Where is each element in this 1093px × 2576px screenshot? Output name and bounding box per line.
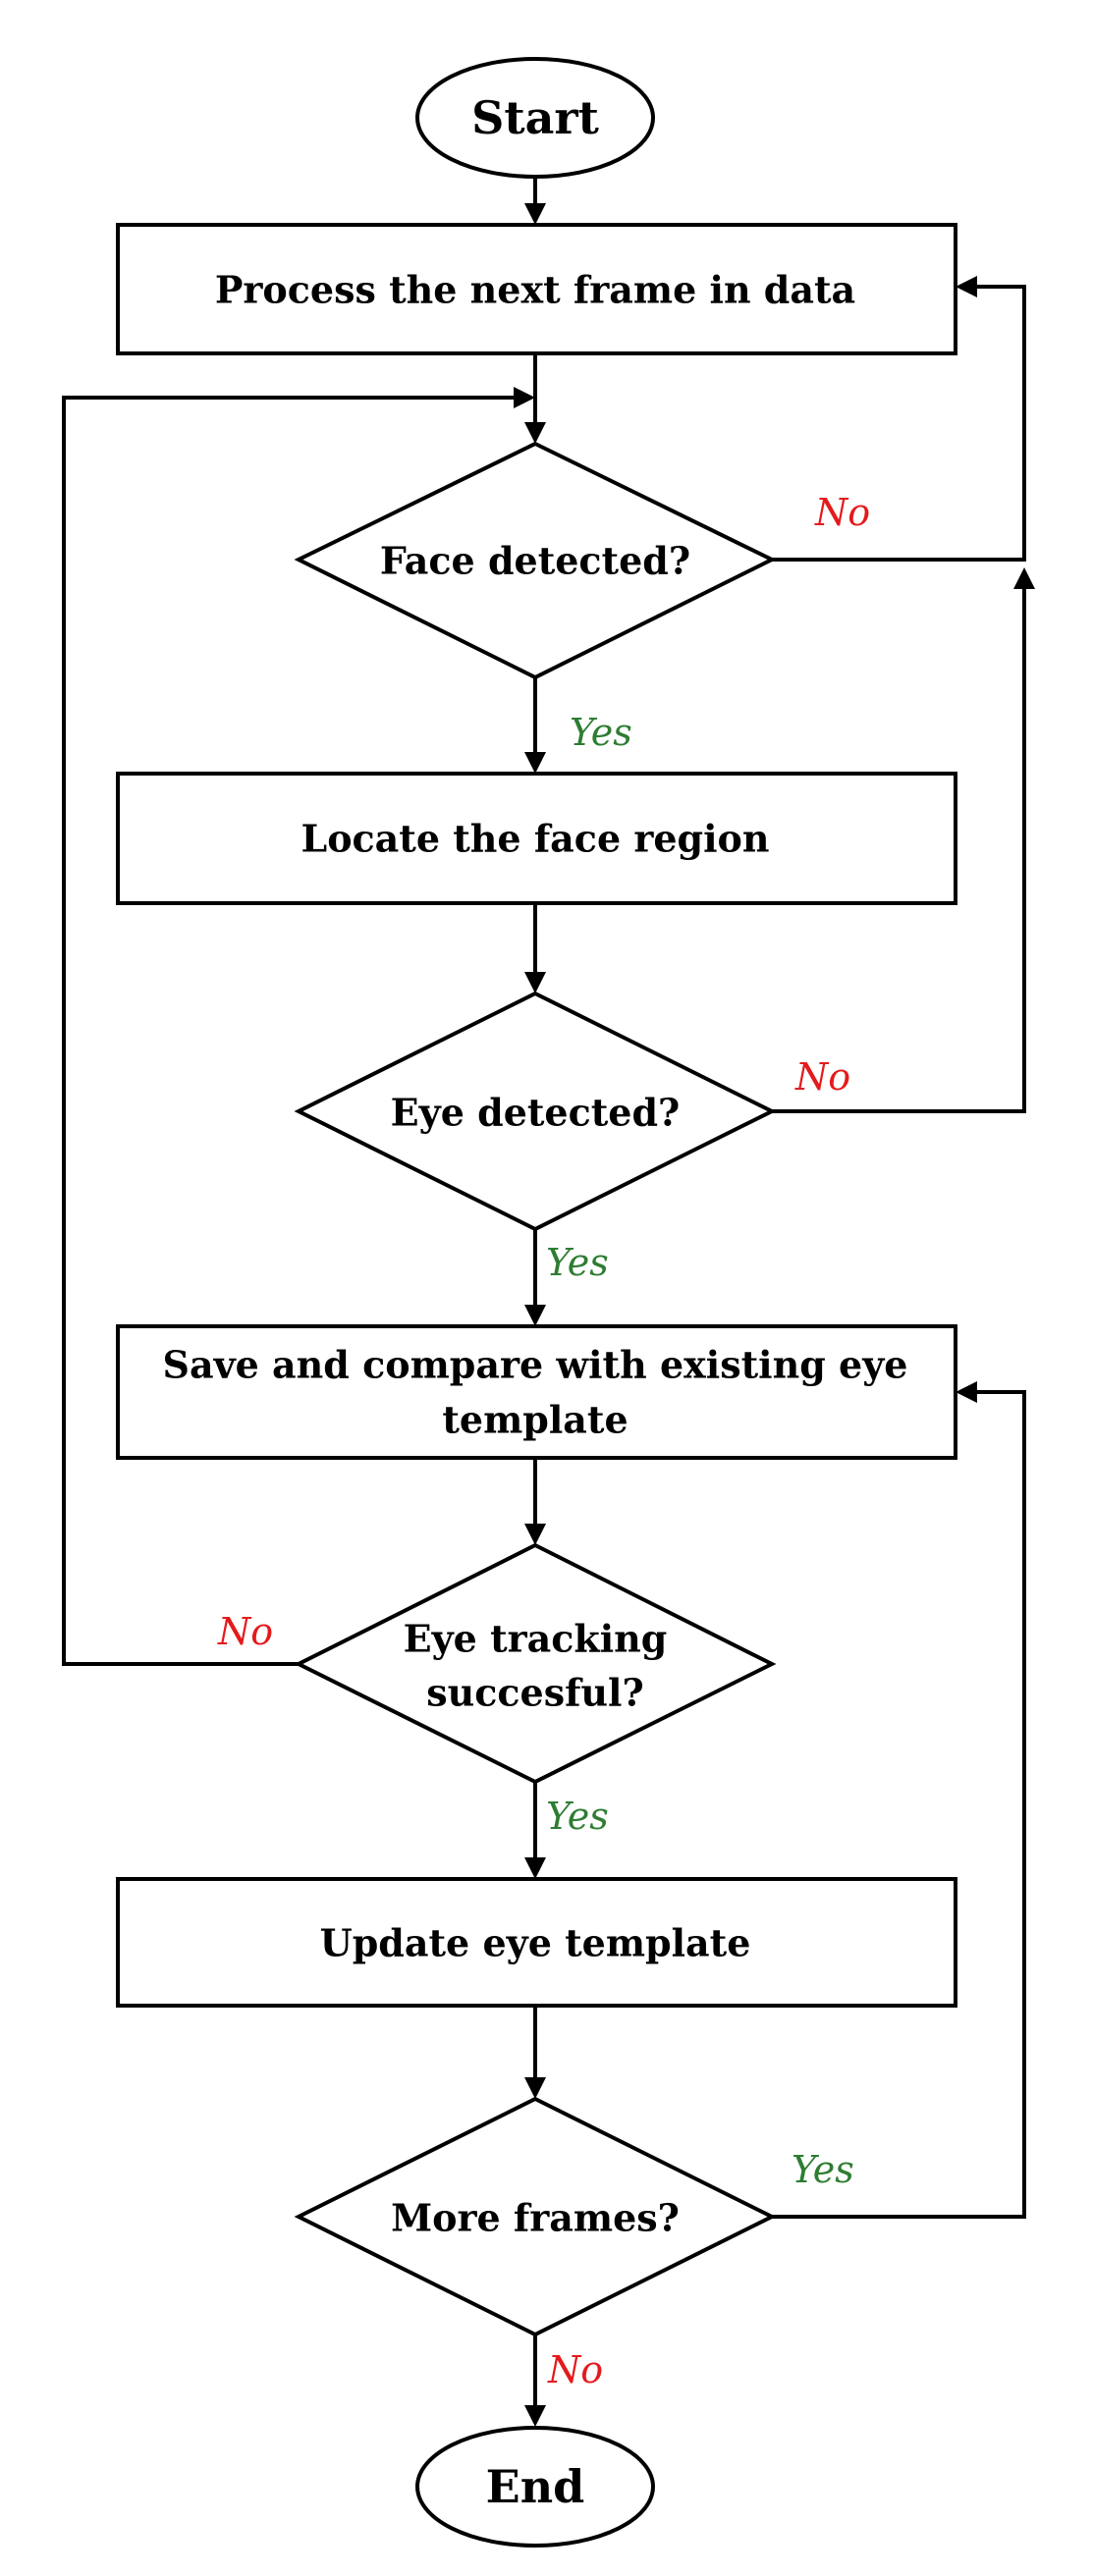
start-label: Start: [471, 91, 600, 144]
connectors: [62, 177, 1035, 2427]
eye-tracking-label-line-2: succesful?: [426, 1671, 644, 1715]
save-compare-label-line-2: template: [442, 1398, 628, 1442]
more-yes-label: Yes: [792, 2148, 854, 2191]
edge-face-no: [772, 285, 1026, 562]
arrowhead: [524, 972, 546, 993]
node-update-template: Update eye template: [116, 1877, 957, 2008]
face-detected-label: Face detected?: [380, 539, 690, 583]
eye-no-label: No: [794, 1055, 850, 1099]
save-compare-label-line-1: Save and compare with existing eye: [163, 1343, 908, 1387]
more-no-label: No: [547, 2348, 603, 2391]
arrowhead: [1013, 567, 1035, 589]
update-template-label: Update eye template: [320, 1921, 751, 1965]
arrowhead: [524, 752, 546, 774]
edge-more-yes: [772, 1390, 1026, 2219]
more-frames-label: More frames?: [391, 2196, 680, 2240]
node-eye-tracking: Eye tracking succesful?: [294, 1542, 777, 1785]
node-locate-face: Locate the face region: [116, 772, 957, 905]
arrowhead: [514, 387, 535, 408]
node-save-compare: Save and compare with existing eye templ…: [116, 1324, 957, 1460]
arrowhead: [524, 203, 546, 225]
node-more-frames: More frames?: [294, 2096, 777, 2337]
node-process-frame: Process the next frame in data: [116, 223, 957, 355]
eye-detected-label: Eye detected?: [391, 1091, 681, 1135]
arrowhead: [524, 1305, 546, 1326]
process-frame-label: Process the next frame in data: [215, 268, 855, 312]
arrowhead: [956, 276, 977, 297]
end-terminal: [415, 2426, 655, 2548]
node-start: Start: [415, 57, 655, 179]
arrowhead: [956, 1381, 977, 1403]
start-terminal: [415, 57, 655, 179]
eye-tracking-diamond: [294, 1542, 777, 1785]
branch-labels: No Yes No Yes No Yes Yes No: [217, 491, 870, 2391]
face-no-label: No: [814, 491, 870, 534]
arrowhead: [524, 1524, 546, 1545]
more-frames-diamond: [294, 2096, 777, 2337]
eye-detected-diamond: [294, 991, 777, 1232]
save-compare-box: [116, 1324, 957, 1460]
node-eye-detected: Eye detected?: [294, 991, 777, 1232]
node-face-detected: Face detected?: [294, 441, 777, 680]
update-template-box: [116, 1877, 957, 2008]
locate-face-label: Locate the face region: [301, 817, 769, 861]
tracking-yes-label: Yes: [546, 1795, 609, 1838]
arrowhead: [524, 422, 546, 444]
process-frame-box: [116, 223, 957, 355]
tracking-no-label: No: [217, 1610, 273, 1653]
arrowhead: [524, 2405, 546, 2427]
node-end: End: [415, 2426, 655, 2548]
arrowhead: [524, 2077, 546, 2099]
edge-tracking-no: [62, 396, 516, 1666]
face-detected-diamond: [294, 441, 777, 680]
face-yes-label: Yes: [570, 711, 632, 754]
end-label: End: [486, 2460, 585, 2513]
eye-tracking-label-line-1: Eye tracking: [404, 1617, 668, 1661]
locate-face-box: [116, 772, 957, 905]
eye-yes-label: Yes: [546, 1241, 609, 1284]
edge-eye-no: [772, 587, 1026, 1113]
arrowhead: [524, 1857, 546, 1879]
